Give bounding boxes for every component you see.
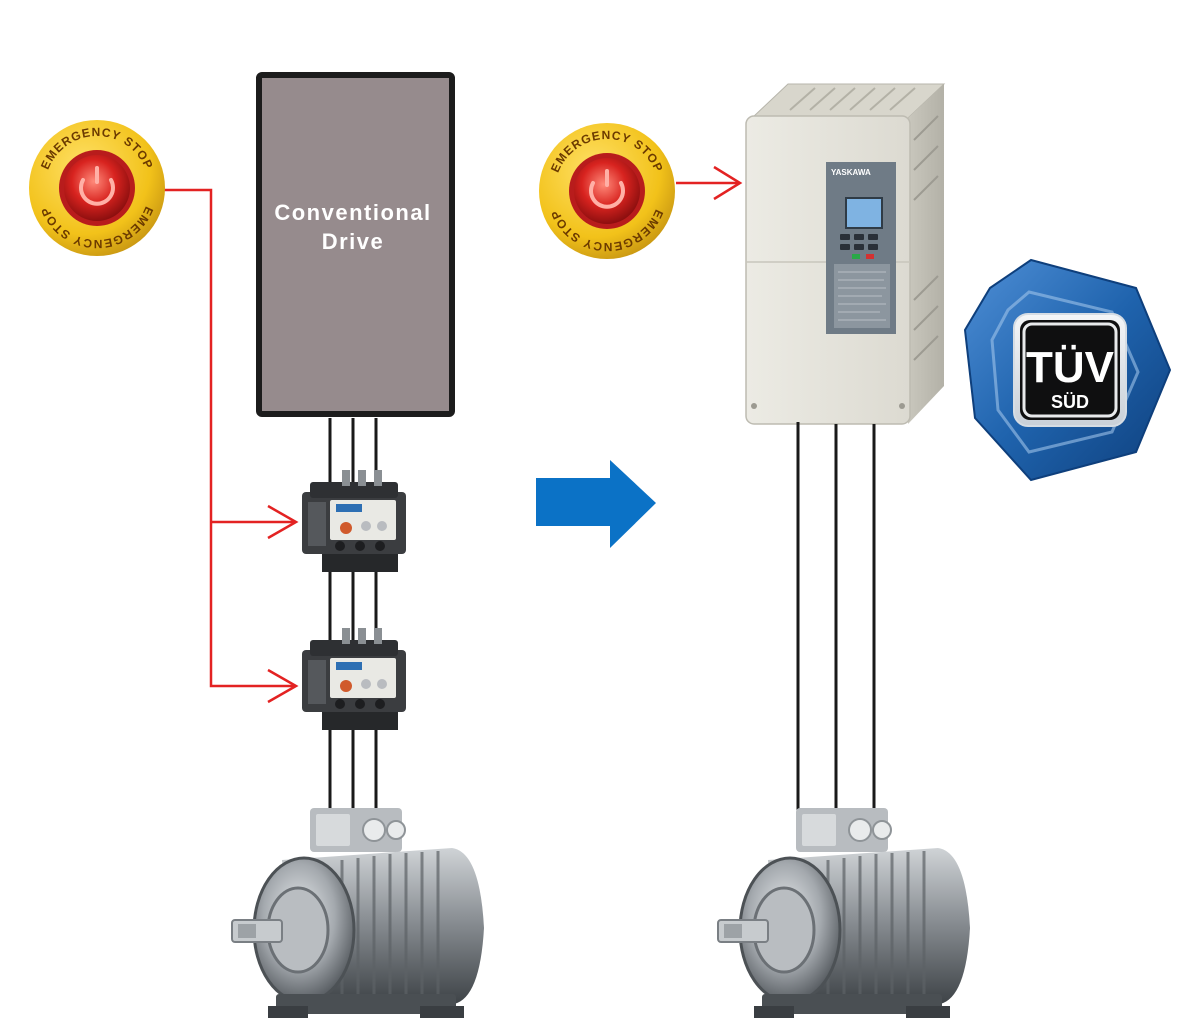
conventional-drive: Conventional Drive xyxy=(256,72,455,417)
conventional-drive-label-line2: Drive xyxy=(322,229,385,254)
upper-contactor-icon xyxy=(302,470,406,572)
yaskawa-drive: YASKAWA xyxy=(745,83,946,425)
left-emergency-stop-icon: EMERGENCY STOP EMERGENCY STOP xyxy=(27,118,167,258)
safety-signal-wiring-left xyxy=(163,188,299,704)
left-power-cables xyxy=(328,418,378,812)
safety-signal-wiring-right xyxy=(676,165,743,201)
right-arrow-icon xyxy=(536,460,656,548)
right-power-cables xyxy=(796,422,876,812)
left-motor-icon xyxy=(230,806,486,1020)
conventional-drive-label-line1: Conventional xyxy=(274,200,431,225)
tuv-sud-badge-icon: TÜV SÜD xyxy=(963,258,1172,482)
drive-brand-label: YASKAWA xyxy=(831,168,871,177)
right-motor-icon xyxy=(716,806,972,1020)
lower-contactor-icon xyxy=(302,628,406,730)
tuv-badge-line2: SÜD xyxy=(1051,392,1089,412)
tuv-badge-line1: TÜV xyxy=(1026,343,1115,392)
right-emergency-stop-icon: EMERGENCY STOP EMERGENCY STOP xyxy=(537,121,677,261)
